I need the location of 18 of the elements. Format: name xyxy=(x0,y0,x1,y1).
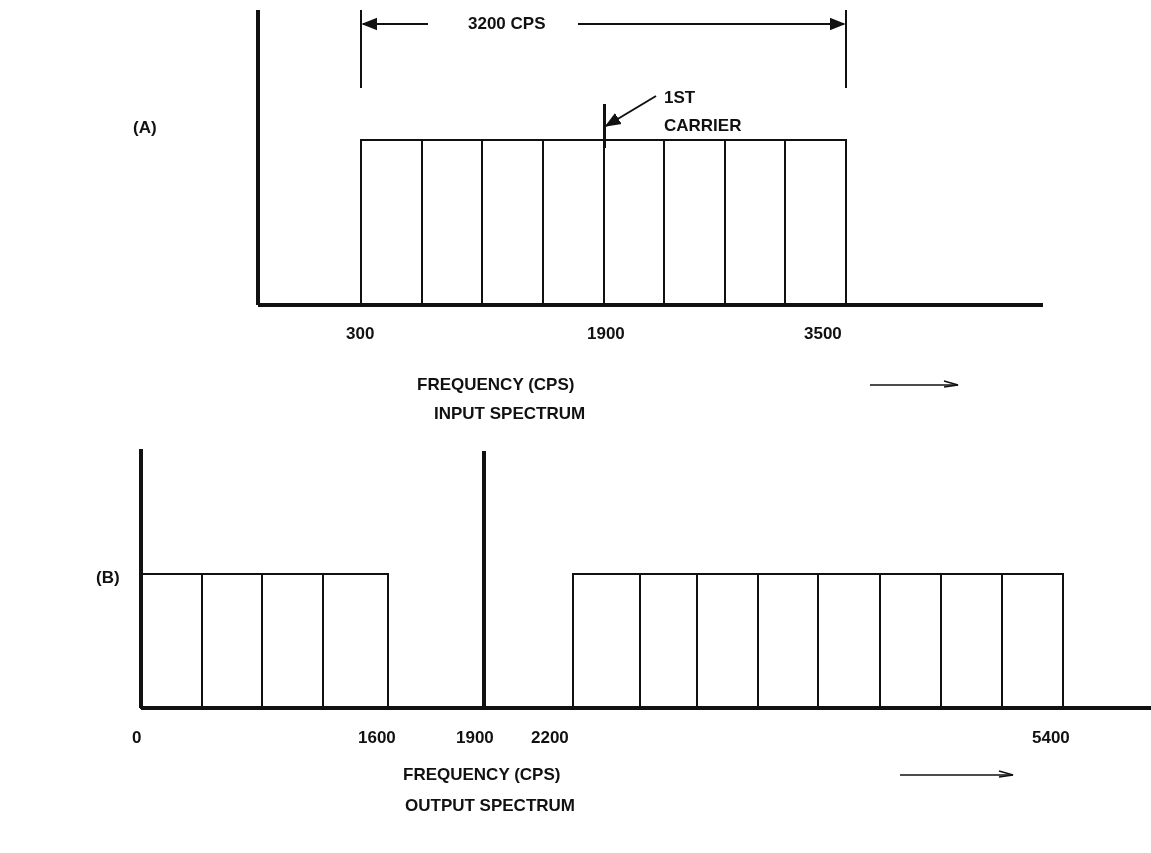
leader-line xyxy=(604,95,657,127)
axis-label: FREQUENCY (CPS) xyxy=(403,765,561,785)
axis-label: FREQUENCY (CPS) xyxy=(417,375,575,395)
axis-label: (B) xyxy=(96,568,120,588)
axis-label: 0 xyxy=(132,728,142,748)
axis-label: INPUT SPECTRUM xyxy=(434,404,586,424)
axis-label: 3200 CPS xyxy=(468,14,546,34)
axis-label: 2200 xyxy=(531,728,569,748)
axis-label: (A) xyxy=(133,118,157,138)
axis-label: 1900 xyxy=(456,728,494,748)
carrier-tick xyxy=(603,104,606,148)
axis-label: 3500 xyxy=(804,324,842,344)
axis-label: 1600 xyxy=(358,728,396,748)
axis-label: OUTPUT SPECTRUM xyxy=(405,796,575,816)
callout-text: 1ST CARRIER xyxy=(664,84,756,140)
axis-label: 300 xyxy=(346,324,375,344)
axis-label: 1900 xyxy=(587,324,625,344)
axis-label: 5400 xyxy=(1032,728,1070,748)
